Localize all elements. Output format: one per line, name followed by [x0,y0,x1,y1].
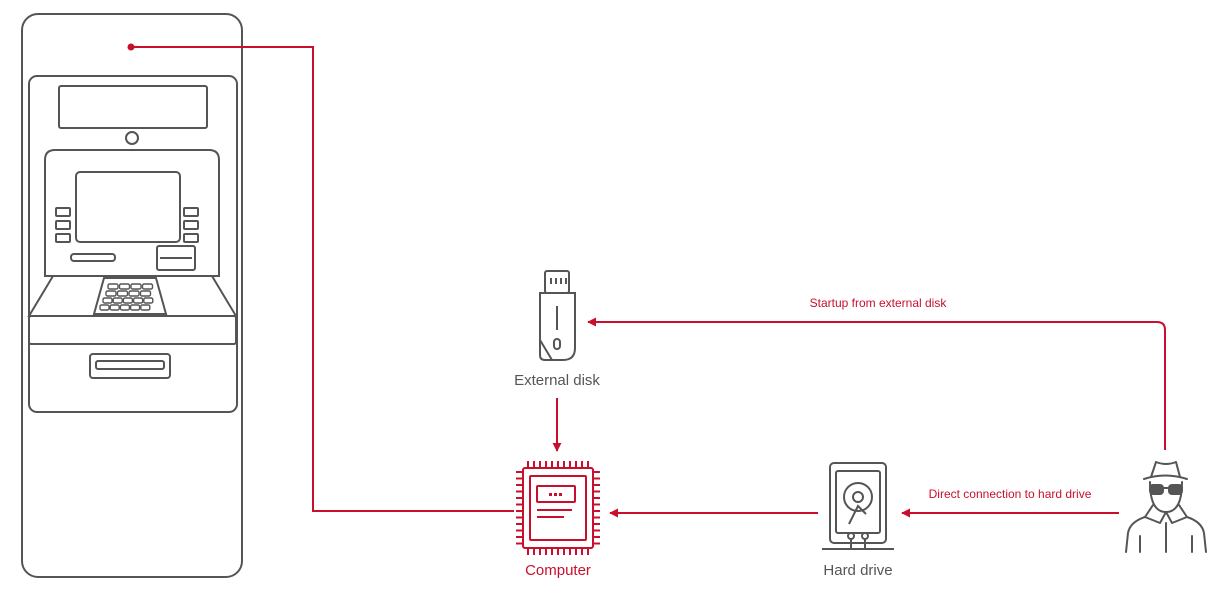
atm-keypad-key [116,290,129,297]
atm-keypad-key [140,304,151,311]
atm-keypad-key [109,304,120,311]
atm-keypad-key [132,297,144,304]
atm-keypad-key [105,290,117,297]
atm-keypad-key [128,290,140,297]
atm-keypad-key [143,297,154,304]
atm-keypad-key [139,290,152,297]
atm-keypad-key [102,297,113,304]
cpu-chip-pins [516,461,600,555]
hacker-icon [1125,461,1207,553]
direct-connection-label: Direct connection to hard drive [929,487,1092,501]
atm-keypad-key [122,297,134,304]
attacker-to-external-disk-arrow [587,317,1166,450]
cpu-chip-icon [522,467,594,549]
hard-drive-icon [822,462,894,550]
atm-machine-icon [21,13,243,578]
usb-flash-drive-icon [539,270,576,361]
atm-keypad-key [118,283,131,290]
computer-label: Computer [525,562,591,579]
startup-label: Startup from external disk [810,296,948,310]
atm-to-computer-connector [127,43,514,512]
atm-keypad-key [129,304,141,311]
cpu-chip-dots [549,493,562,496]
hard-drive-label: Hard drive [823,562,892,579]
external-disk-label: External disk [514,372,600,389]
atm-keypad-key [130,283,142,290]
atm-keypad-key [141,283,154,290]
atm-keypad-key [112,297,123,304]
atm-keypad-key [119,304,131,311]
atm-keypad-key [107,283,119,290]
atm-keypad-key [99,304,110,311]
atm-keypad [99,283,154,311]
